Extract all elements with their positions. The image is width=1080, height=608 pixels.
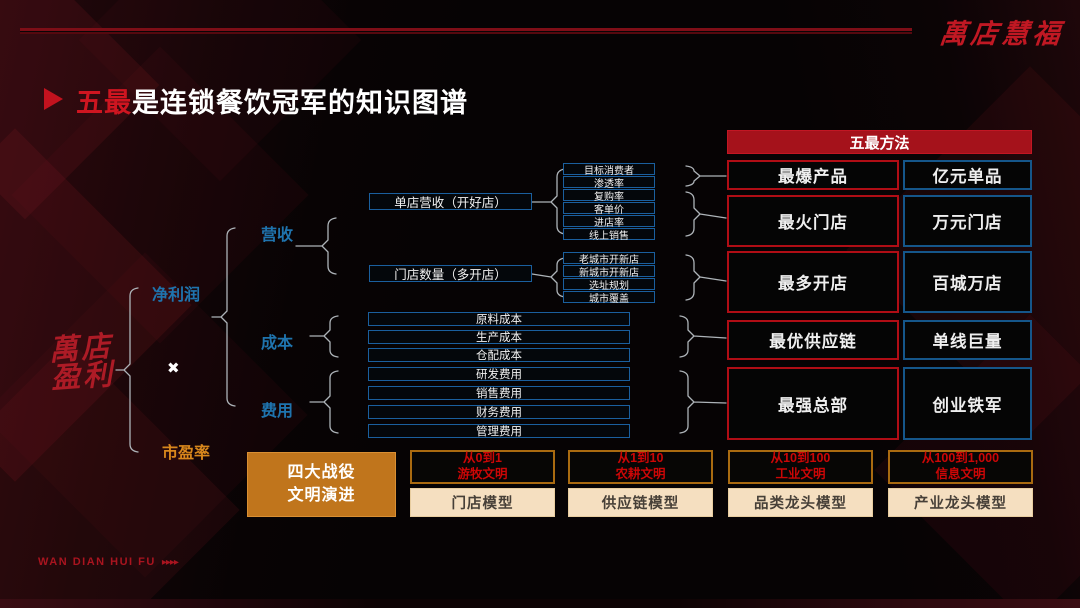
campaign-stage-phase: 从10到100 工业文明 xyxy=(728,450,873,484)
campaign-stage-model: 产业龙头模型 xyxy=(888,488,1033,517)
node-store-count: 门店数量（多开店） xyxy=(369,265,532,282)
header-rule xyxy=(20,28,912,34)
deco-diamond xyxy=(0,128,192,482)
node-cost-item: 仓配成本 xyxy=(368,348,630,362)
page-title-highlight: 五最 xyxy=(76,88,132,118)
node-expense-item: 销售费用 xyxy=(368,386,630,400)
result-box: 百城万店 xyxy=(903,251,1032,313)
page-title: 五最是连锁餐饮冠军的知识图谱 xyxy=(76,81,468,120)
brace-to-hq xyxy=(679,370,727,434)
result-box: 亿元单品 xyxy=(903,160,1032,190)
node-expansion-driver: 新城市开新店 xyxy=(563,265,655,279)
campaign-intro-line1: 四大战役 xyxy=(287,464,356,482)
node-revenue-driver: 进店率 xyxy=(563,215,655,229)
footer-brand-text: WAN DIAN HUI FU xyxy=(38,556,156,568)
brace-to-product xyxy=(685,165,727,187)
node-cost-item: 生产成本 xyxy=(368,330,630,344)
result-box: 创业铁军 xyxy=(903,367,1032,440)
brace-cost xyxy=(309,315,339,358)
campaign-stage-model: 供应链模型 xyxy=(568,488,713,517)
method-box: 最多开店 xyxy=(727,251,899,313)
node-expense-item: 研发费用 xyxy=(368,367,630,381)
campaign-intro-line2: 文明演进 xyxy=(287,486,356,504)
label-cost: 成本 xyxy=(261,335,294,352)
root-label-calligraphy: 萬店 盈利 xyxy=(48,329,117,396)
brace-expense xyxy=(309,370,339,434)
stage-phase-text: 从1到10 xyxy=(617,451,664,466)
page-title-rest: 是连锁餐饮冠军的知识图谱 xyxy=(132,88,468,118)
bottom-accent-strip xyxy=(0,599,1080,608)
brace-root xyxy=(115,287,139,453)
node-expense-item: 财务费用 xyxy=(368,405,630,419)
title-triangle-icon xyxy=(44,88,63,110)
campaign-stage-phase: 从100到1,000 信息文明 xyxy=(888,450,1033,484)
method-box: 最强总部 xyxy=(727,367,899,440)
brace-to-expansion xyxy=(685,254,727,301)
brace-store-revenue xyxy=(531,168,566,235)
label-pe-ratio: 市盈率 xyxy=(162,445,211,462)
node-expansion-driver: 老城市开新店 xyxy=(563,252,655,266)
campaign-stage-model: 品类龙头模型 xyxy=(728,488,873,517)
node-expense-item: 管理费用 xyxy=(368,424,630,438)
stage-phase-text: 从100到1,000 xyxy=(921,451,1000,466)
method-box: 最爆产品 xyxy=(727,160,899,190)
brace-to-store xyxy=(685,191,727,237)
methods-panel-header: 五最方法 xyxy=(727,130,1032,154)
campaign-stage-phase: 从1到10 农耕文明 xyxy=(568,450,713,484)
method-box: 最火门店 xyxy=(727,195,899,247)
campaign-stage-phase: 从0到1 游牧文明 xyxy=(410,450,555,484)
node-revenue-driver: 客单价 xyxy=(563,202,655,216)
campaign-stage-model: 门店模型 xyxy=(410,488,555,517)
node-revenue-driver: 目标消费者 xyxy=(563,163,655,177)
brace-to-supply xyxy=(679,315,727,358)
stage-phase-text: 从10到100 xyxy=(770,451,831,466)
node-expansion-driver: 选址规划 xyxy=(563,278,655,292)
node-revenue-driver: 复购率 xyxy=(563,189,655,203)
root-line2: 盈利 xyxy=(49,357,117,396)
campaign-intro-box: 四大战役 文明演进 xyxy=(247,452,396,517)
node-revenue-driver: 渗透率 xyxy=(563,176,655,190)
stage-civilization-text: 游牧文明 xyxy=(457,467,508,481)
label-expense: 费用 xyxy=(261,403,294,420)
stage-civilization-text: 工业文明 xyxy=(775,467,826,481)
label-net-profit: 净利润 xyxy=(152,287,201,304)
footer-brand: WAN DIAN HUI FU ▸▸▸▸ xyxy=(38,556,179,568)
multiply-operator: ✖ xyxy=(167,360,180,377)
brace-store-count xyxy=(531,257,566,298)
stage-civilization-text: 信息文明 xyxy=(935,467,986,481)
node-revenue-driver: 线上销售 xyxy=(563,228,655,242)
label-revenue: 营收 xyxy=(261,227,294,244)
result-box: 万元门店 xyxy=(903,195,1032,247)
result-box: 单线巨量 xyxy=(903,320,1032,360)
method-box: 最优供应链 xyxy=(727,320,899,360)
brand-logo-calligraphy: 萬店慧福 xyxy=(938,19,1066,50)
node-store-revenue: 单店营收（开好店） xyxy=(369,193,532,210)
node-expansion-driver: 城市覆盖 xyxy=(563,291,655,305)
brace-revenue xyxy=(295,217,337,275)
stage-phase-text: 从0到1 xyxy=(463,451,502,466)
stage-civilization-text: 农耕文明 xyxy=(615,467,666,481)
brace-net-profit xyxy=(211,227,236,407)
node-cost-item: 原料成本 xyxy=(368,312,630,326)
footer-arrows-icon: ▸▸▸▸ xyxy=(161,557,179,568)
